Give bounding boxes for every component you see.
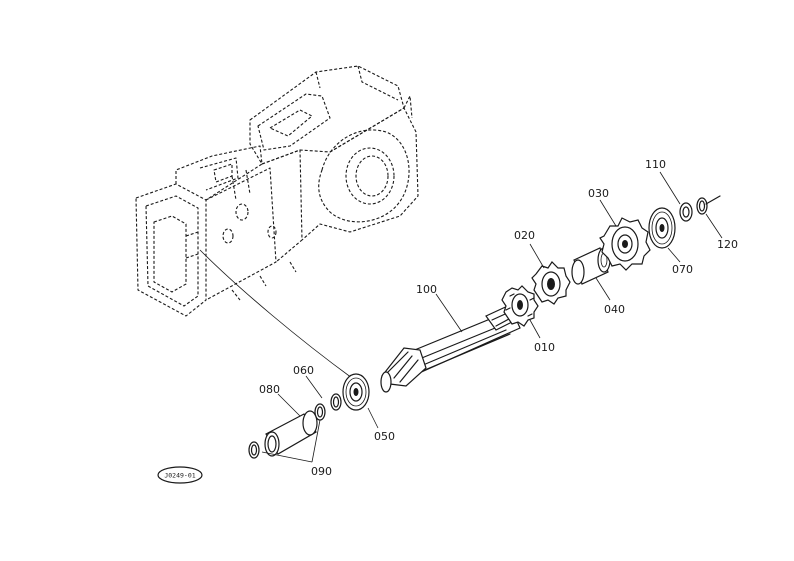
gear-030 xyxy=(599,217,651,271)
collar-040 xyxy=(571,247,611,285)
gear-010 xyxy=(501,285,539,327)
bearing-050 xyxy=(342,373,370,411)
gear-020 xyxy=(531,261,571,305)
collar-060 xyxy=(314,393,342,421)
collar-110 xyxy=(679,202,693,222)
callout-040: 040 xyxy=(604,303,625,316)
callout-050: 050 xyxy=(374,430,395,443)
reference-code-badge: J0249-01 xyxy=(157,466,203,484)
callout-020: 020 xyxy=(514,229,535,242)
circlip-090 xyxy=(248,441,260,459)
transmission-case xyxy=(135,65,419,317)
callout-030: 030 xyxy=(588,187,609,200)
leader-lines xyxy=(261,171,723,463)
callout-070: 070 xyxy=(672,263,693,276)
callout-080: 080 xyxy=(259,383,280,396)
callout-010: 010 xyxy=(534,341,555,354)
housing-leader-line xyxy=(199,249,353,379)
collar-080 xyxy=(264,410,318,457)
callout-110: 110 xyxy=(645,158,666,171)
callout-100: 100 xyxy=(416,283,437,296)
callouts: 010 020 030 040 050 060 070 080 090 100 … xyxy=(259,158,738,478)
circlip-120 xyxy=(696,195,721,215)
callout-090: 090 xyxy=(311,465,332,478)
shaft-100 xyxy=(380,301,521,393)
callout-120: 120 xyxy=(717,238,738,251)
reference-code: J0249-01 xyxy=(164,472,195,480)
bearing-070 xyxy=(648,207,676,249)
callout-060: 060 xyxy=(293,364,314,377)
